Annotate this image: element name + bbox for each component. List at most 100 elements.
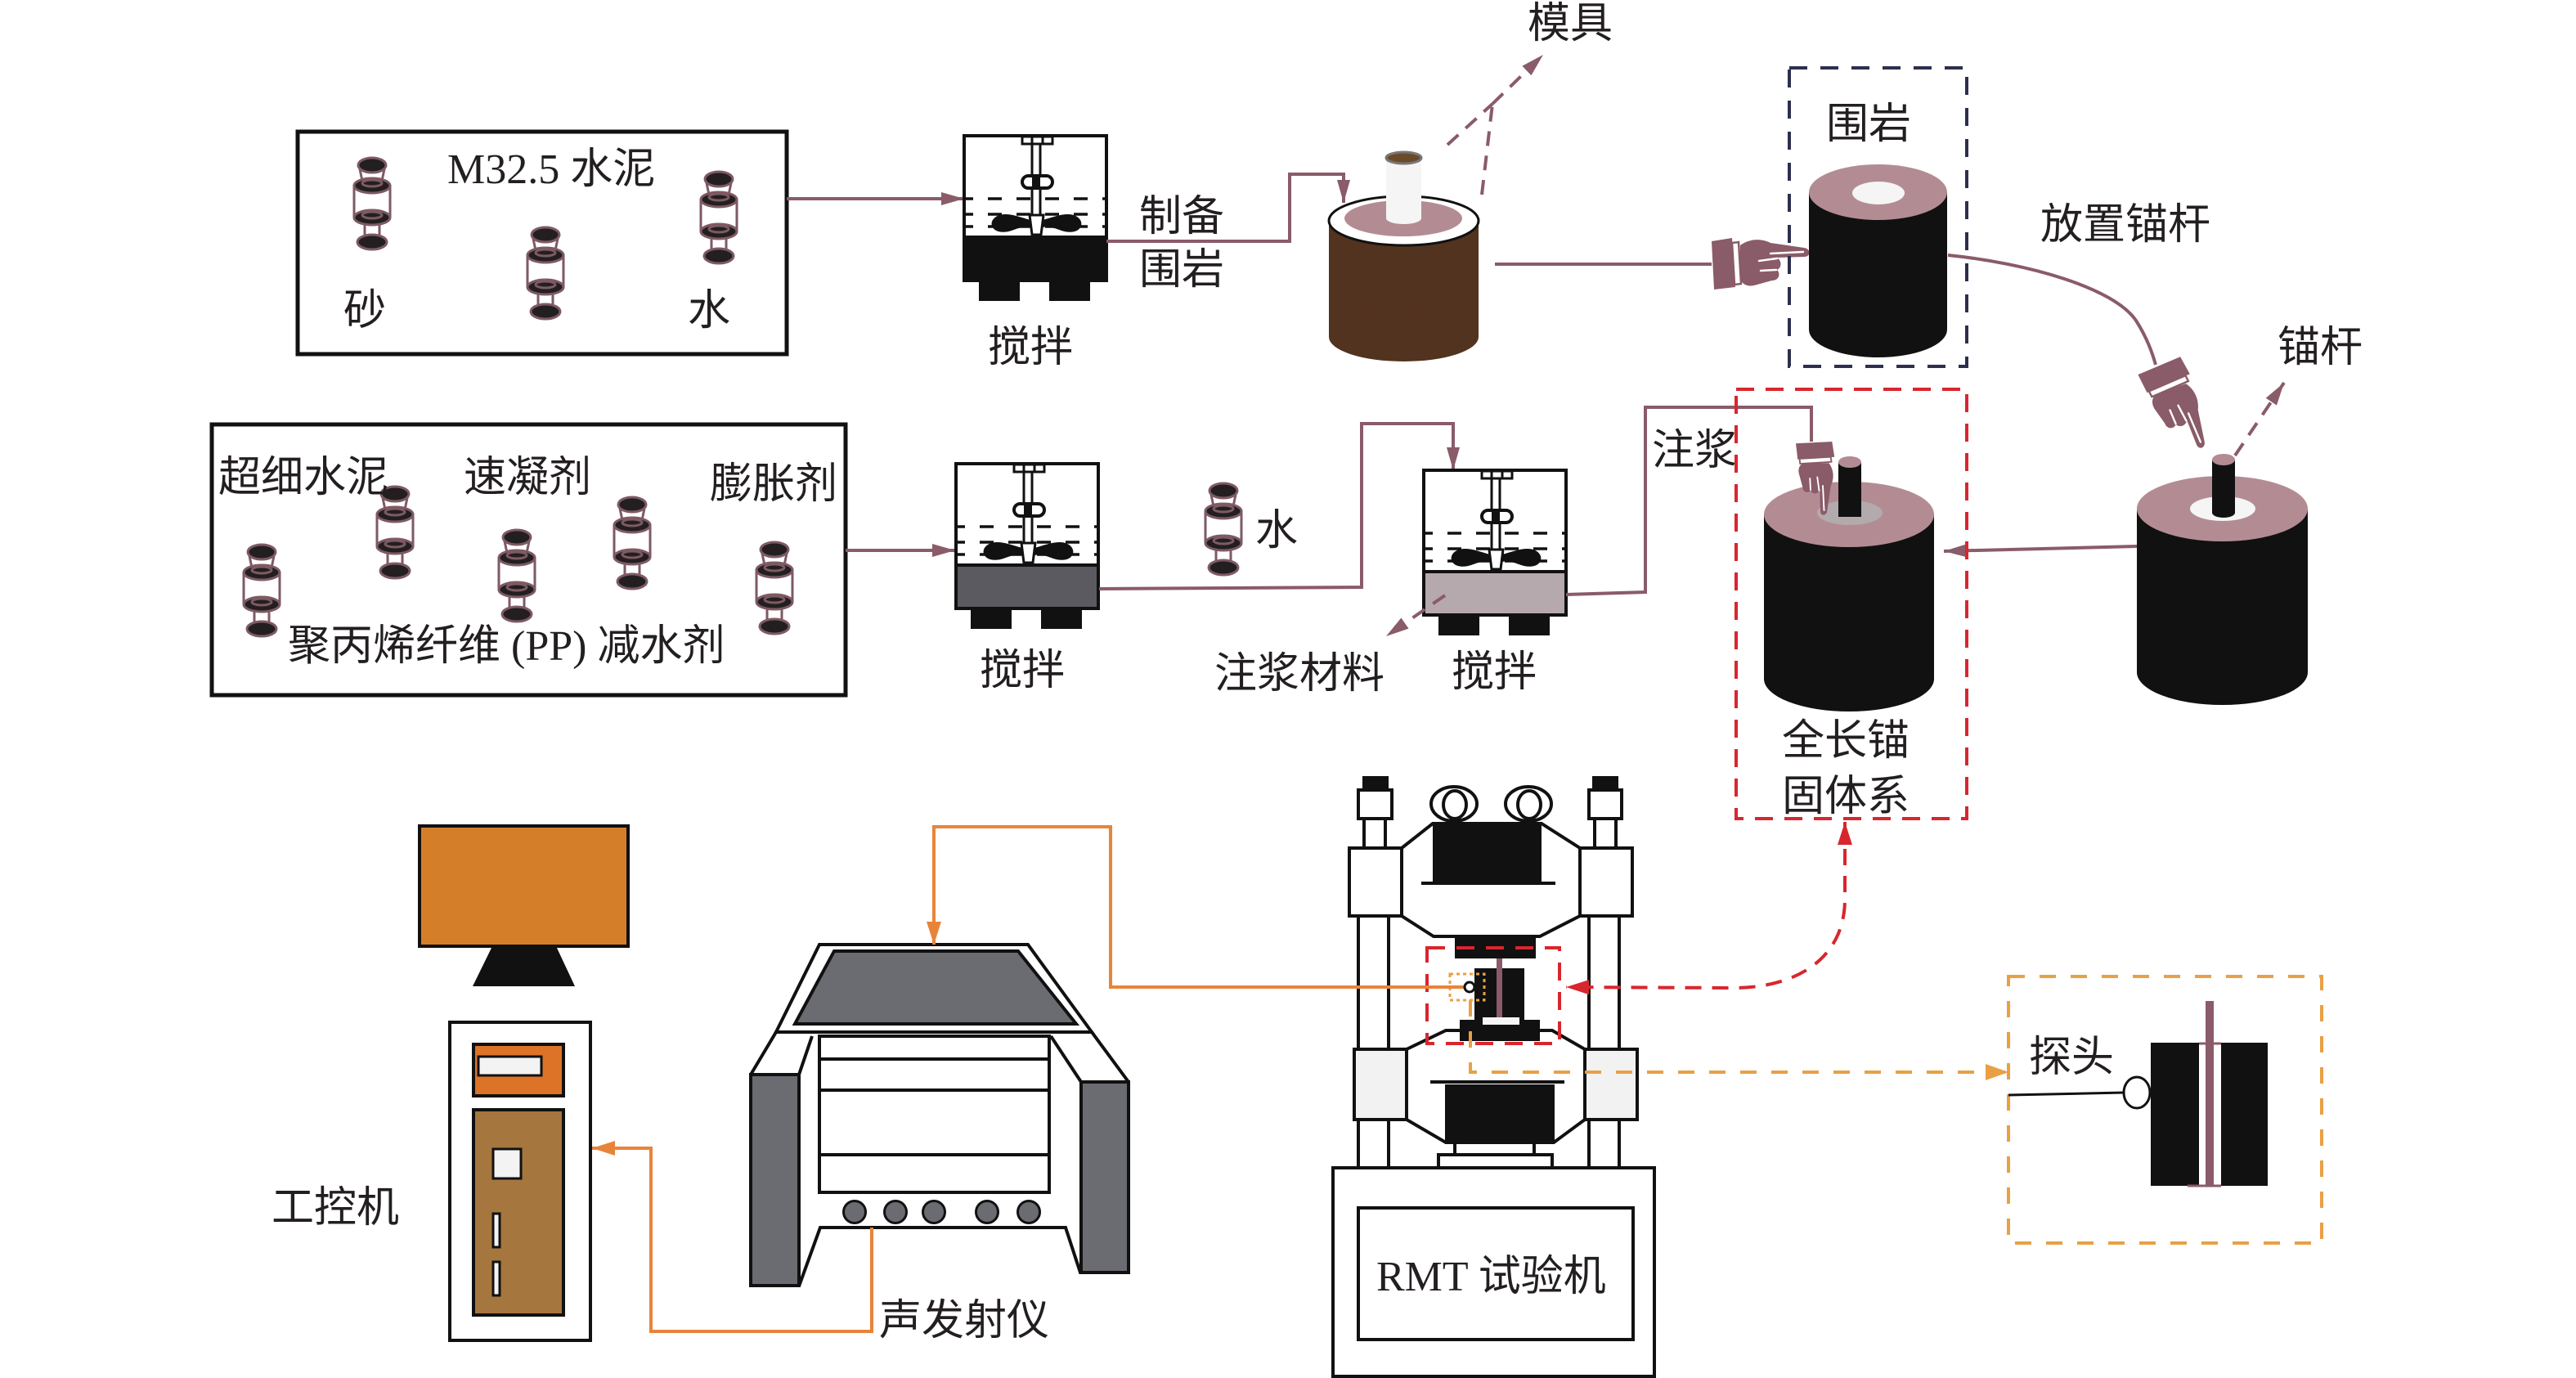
machine-nameplate bbox=[1357, 1206, 1635, 1341]
left-column-nut bbox=[1357, 788, 1393, 820]
anchorage-system-label-line2: 固体系 bbox=[1782, 774, 1910, 820]
surrounding-rock-box bbox=[1788, 66, 1968, 368]
cement-label: M32.5 水泥 bbox=[447, 146, 655, 193]
materials-box-2 bbox=[209, 422, 848, 698]
superfine-cement-label: 超细水泥 bbox=[218, 455, 388, 501]
lower-left-block bbox=[1353, 1048, 1408, 1121]
bolt-rod-base bbox=[2212, 508, 2235, 518]
ae-screen bbox=[792, 949, 1080, 1026]
specimen-base-plate bbox=[1483, 1017, 1519, 1025]
bottle-cement bbox=[526, 226, 565, 321]
prepare-label-line2: 围岩 bbox=[1139, 247, 1224, 294]
handwheel-right-inner bbox=[1516, 789, 1542, 820]
tower-power-button bbox=[491, 1147, 523, 1180]
accelerator-label: 速凝剂 bbox=[464, 455, 591, 501]
upper-actuator bbox=[1433, 824, 1542, 883]
mold-center-tube-base bbox=[1386, 213, 1421, 224]
materials-box-1 bbox=[295, 129, 789, 357]
specimen-highlight-box bbox=[1425, 946, 1561, 1045]
grout-water-label: 水 bbox=[1255, 508, 1298, 554]
grouting-label: 注浆 bbox=[1652, 428, 1737, 474]
ae-knob-3 bbox=[922, 1200, 946, 1224]
rock-with-bolt-cylinder bbox=[2137, 454, 2308, 705]
industrial-computer bbox=[418, 824, 630, 1342]
hand-placing-bolt-icon bbox=[2136, 354, 2216, 461]
stage-grout-preparation: 超细水泥 速凝剂 膨胀剂 聚丙烯纤维 (PP) 减水剂 搅拌 水 搅拌 注浆材料… bbox=[209, 388, 1968, 820]
mold-pointer-1 bbox=[1446, 102, 1494, 146]
link-system-to-specimen bbox=[1565, 822, 1852, 995]
arrow-bolt-to-grouting bbox=[1943, 544, 2138, 558]
fully-grouted-bolt-cylinder bbox=[1764, 456, 1934, 711]
signal-machine-to-ae bbox=[927, 825, 1465, 989]
handwheel-left-inner bbox=[1442, 789, 1468, 820]
rock-borehole bbox=[1852, 182, 1905, 204]
mixer-1-label: 搅拌 bbox=[988, 325, 1073, 371]
ae-frame-inner-left bbox=[797, 1035, 814, 1075]
probe-detail-box bbox=[2007, 975, 2323, 1245]
surrounding-rock-cylinder bbox=[1809, 164, 1947, 357]
tower-drive-slot bbox=[477, 1055, 543, 1077]
bolt-rod bbox=[2212, 460, 2235, 513]
line-mixer-3-to-grouting bbox=[1565, 406, 1813, 596]
hand-pointing-rock-icon bbox=[1710, 236, 1811, 291]
ae-front-panel bbox=[818, 1035, 1051, 1194]
mixer-2-label: 搅拌 bbox=[980, 648, 1065, 694]
mixer-3-label: 搅拌 bbox=[1452, 649, 1537, 696]
probe-label: 探头 bbox=[2029, 1035, 2114, 1081]
mold-label: 模具 bbox=[1528, 1, 1613, 47]
signal-ae-to-computer bbox=[592, 1141, 873, 1333]
water-label: 水 bbox=[688, 288, 730, 334]
ae-frame-inner-right bbox=[1049, 1035, 1083, 1084]
upper-left-block bbox=[1348, 846, 1403, 918]
grout-material-label: 注浆材料 bbox=[1214, 651, 1384, 698]
ae-instrument-label: 声发射仪 bbox=[879, 1298, 1049, 1344]
sand-label: 砂 bbox=[343, 288, 386, 334]
tower-slot-2 bbox=[491, 1260, 501, 1297]
expansion-agent-label: 膨胀剂 bbox=[710, 461, 837, 508]
bottle-sand bbox=[352, 156, 392, 251]
bottle-grout-3 bbox=[497, 528, 536, 623]
computer-monitor bbox=[418, 824, 630, 948]
mold-pointer-2 bbox=[1480, 103, 1494, 195]
system-bottom bbox=[1764, 646, 1934, 711]
bottle-grout-water bbox=[1204, 482, 1243, 577]
bolt-rod-top bbox=[2212, 454, 2235, 465]
ae-knob-4 bbox=[975, 1200, 999, 1224]
acoustic-emission-instrument bbox=[749, 943, 1130, 1287]
monitor-stand bbox=[473, 946, 575, 986]
ae-knob-2 bbox=[883, 1200, 908, 1224]
left-column-cap bbox=[1362, 776, 1389, 790]
probe-sensor bbox=[2122, 1075, 2152, 1110]
bottle-grout-1 bbox=[242, 543, 281, 638]
bolt-label: 锚杆 bbox=[2278, 325, 2363, 371]
prepare-label-line1: 制备 bbox=[1139, 194, 1224, 240]
arrow-mixer-1-to-mold bbox=[1106, 173, 1350, 243]
anchorage-system-box bbox=[1735, 388, 1968, 820]
ae-right-side bbox=[1079, 1080, 1130, 1274]
lower-right-block bbox=[1583, 1048, 1639, 1121]
mixer-1 bbox=[963, 134, 1108, 303]
probe-detail bbox=[2007, 975, 2323, 1245]
line-rock-to-bolt-placement bbox=[1947, 254, 2157, 366]
test-machine-label: RMT 试验机 bbox=[1376, 1254, 1606, 1300]
upper-right-block bbox=[1578, 846, 1634, 918]
link-sensor-to-probe-detail bbox=[1469, 1000, 2008, 1080]
place-bolt-label: 放置锚杆 bbox=[2040, 202, 2210, 249]
probe-specimen-bolt bbox=[2206, 1001, 2214, 1186]
mixer-3 bbox=[1422, 469, 1568, 637]
system-bolt-rod bbox=[1838, 462, 1861, 517]
bottle-water bbox=[699, 170, 738, 265]
ae-sensor-icon bbox=[1463, 981, 1476, 994]
bolt-pointer-arrow bbox=[2233, 381, 2286, 457]
probe-cable bbox=[2008, 1091, 2125, 1097]
bottle-grout-4 bbox=[613, 496, 652, 590]
pp-fiber-water-reducer-label: 聚丙烯纤维 (PP) 减水剂 bbox=[288, 623, 725, 670]
ae-knob-1 bbox=[842, 1200, 867, 1224]
arrow-mixer-2-to-mixer-3 bbox=[1098, 422, 1460, 590]
ae-left-side bbox=[749, 1073, 801, 1287]
right-column-nut bbox=[1587, 788, 1623, 820]
right-column-cap bbox=[1592, 776, 1618, 790]
tower-slot-1 bbox=[491, 1212, 501, 1249]
rock-bottom bbox=[1809, 302, 1947, 357]
